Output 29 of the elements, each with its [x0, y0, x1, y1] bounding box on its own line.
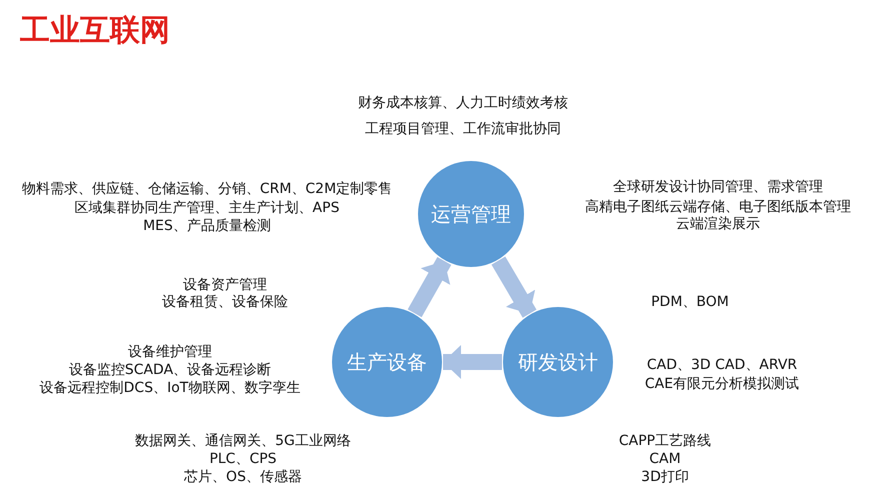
item-list-line: 设备监控SCADA、设备远程诊断 — [68, 361, 272, 379]
item-list-line: 3D打印 — [641, 468, 689, 486]
item-list-line: 芯片、OS、传感器 — [184, 468, 302, 486]
item-list-line: 物料需求、供应链、仓储运输、分销、CRM、C2M定制零售 — [22, 180, 392, 198]
item-list-line: 云端渲染展示 — [676, 215, 760, 233]
item-list-line: CAPP工艺路线 — [618, 432, 712, 450]
circle-node: 生产设备 — [332, 307, 442, 417]
block-arrow — [443, 345, 502, 379]
item-list-line: 数据网关、通信网关、5G工业网络 — [135, 432, 351, 450]
item-list-line: 区域集群协同生产管理、主生产计划、APS — [74, 199, 340, 217]
title: 工业互联网 — [20, 12, 170, 50]
item-list-line: PDM、BOM — [651, 293, 729, 311]
block-arrow — [408, 257, 452, 318]
item-list-line: 设备远程控制DCS、IoT物联网、数字孪生 — [40, 379, 300, 397]
item-list-line: MES、产品质量检测 — [143, 217, 271, 235]
block-arrow — [491, 256, 537, 318]
item-list-line: 财务成本核算、人力工时绩效考核 — [358, 94, 568, 112]
item-list-line: CAD、3D CAD、ARVR — [646, 356, 798, 374]
item-list-line: 设备租赁、设备保险 — [162, 293, 288, 311]
circle-node: 运营管理 — [418, 161, 524, 267]
item-list-line: 设备资产管理 — [183, 276, 267, 294]
item-list-line: CAM — [649, 451, 681, 467]
item-list-line: CAE有限元分析模拟测试 — [644, 375, 800, 393]
item-list-line: 全球研发设计协同管理、需求管理 — [613, 178, 823, 196]
item-list-line: PLC、CPS — [209, 450, 277, 468]
item-list-line: 高精电子图纸云端存储、电子图纸版本管理 — [585, 198, 851, 216]
item-list-line: 设备维护管理 — [128, 343, 212, 361]
item-list-line: 工程项目管理、工作流审批协同 — [365, 120, 561, 138]
circle-node: 研发设计 — [503, 307, 613, 417]
